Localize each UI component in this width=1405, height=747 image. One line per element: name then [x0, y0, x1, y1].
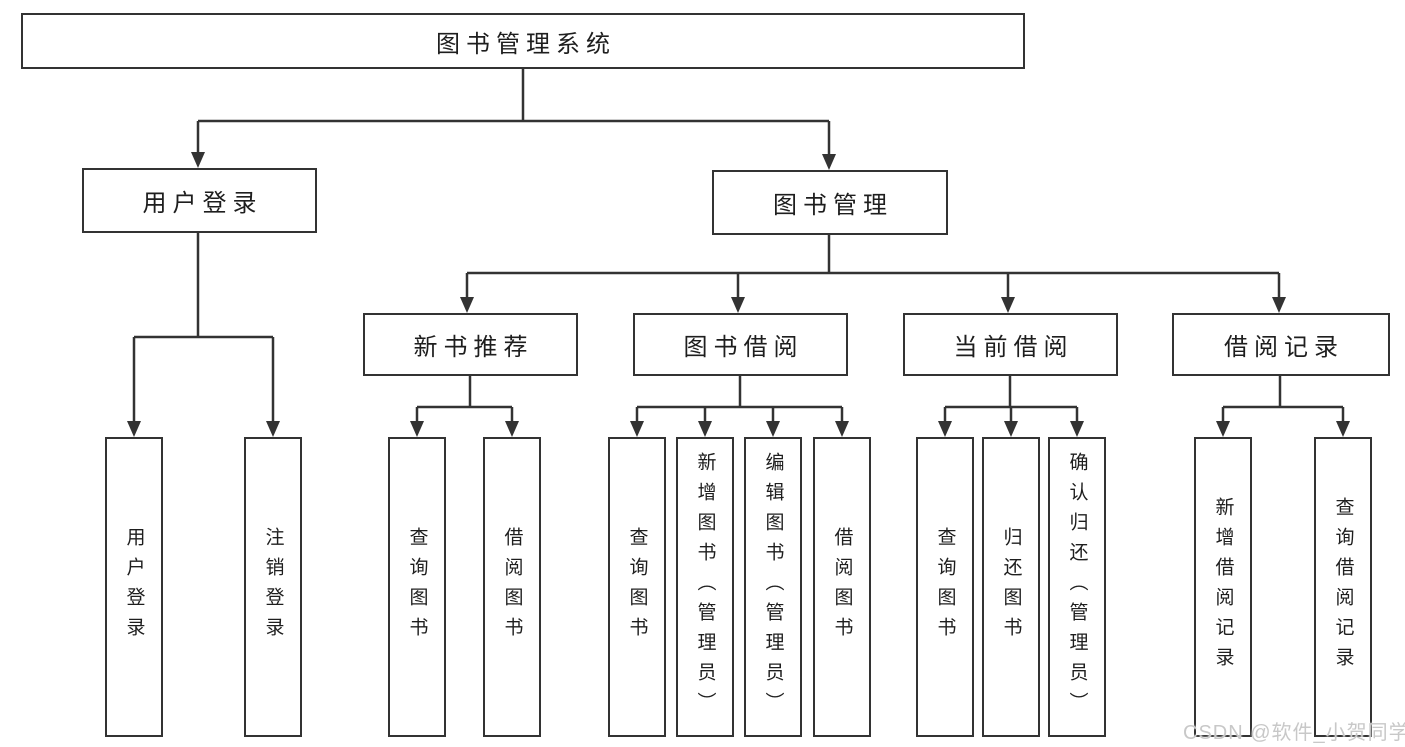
leaf-query-book-1: 查询图书: [388, 437, 446, 737]
node-book-borrowing: 图书借阅: [633, 313, 848, 376]
node-current-borrowing: 当前借阅: [903, 313, 1118, 376]
node-user-login: 用户登录: [82, 168, 317, 233]
connector-trunks: [132, 69, 1345, 423]
leaf-borrow-book-1: 借阅图书: [483, 437, 541, 737]
leaf-confirm-return-admin: 确认归还（管理员）: [1048, 437, 1106, 737]
node-borrowing-records: 借阅记录: [1172, 313, 1390, 376]
leaf-add-borrow-record: 新增借阅记录: [1194, 437, 1252, 737]
leaf-user-login: 用户登录: [105, 437, 163, 737]
leaf-query-borrow-record: 查询借阅记录: [1314, 437, 1372, 737]
leaf-query-book-2: 查询图书: [608, 437, 666, 737]
leaf-edit-book-admin: 编辑图书（管理员）: [744, 437, 802, 737]
leaf-logout: 注销登录: [244, 437, 302, 737]
leaf-return-book: 归还图书: [982, 437, 1040, 737]
leaf-query-book-3: 查询图书: [916, 437, 974, 737]
node-new-book-recommend: 新书推荐: [363, 313, 578, 376]
node-root: 图书管理系统: [21, 13, 1025, 69]
leaf-borrow-book-2: 借阅图书: [813, 437, 871, 737]
arrowheads: [127, 152, 1350, 437]
csdn-watermark: CSDN @软件_小贺同学: [1183, 722, 1405, 744]
node-book-management: 图书管理: [712, 170, 948, 235]
leaf-add-book-admin: 新增图书（管理员）: [676, 437, 734, 737]
